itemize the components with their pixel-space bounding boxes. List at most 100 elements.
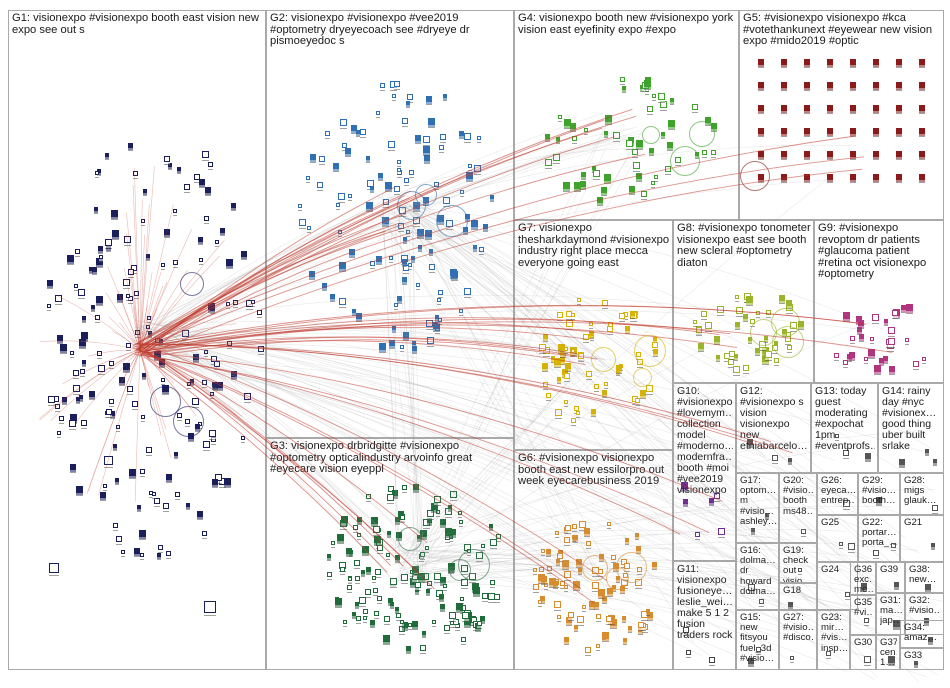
graph-node xyxy=(331,540,336,548)
group-box-g34: G34: amaz… xyxy=(900,620,944,648)
graph-node xyxy=(219,227,225,236)
graph-node xyxy=(444,527,452,538)
edge xyxy=(393,219,934,493)
graph-node xyxy=(116,424,121,432)
graph-node xyxy=(575,411,580,419)
graph-node xyxy=(199,258,204,266)
edge xyxy=(404,210,588,368)
edge xyxy=(413,569,928,625)
graph-node xyxy=(81,360,86,368)
graph-node xyxy=(379,342,387,353)
graph-node xyxy=(473,244,478,252)
graph-node xyxy=(850,105,856,114)
edge xyxy=(396,554,842,594)
edge xyxy=(392,430,923,549)
edge xyxy=(413,529,847,578)
graph-node xyxy=(47,280,54,290)
edge xyxy=(402,552,906,662)
edge xyxy=(393,206,425,552)
edge xyxy=(409,229,841,557)
edge xyxy=(376,229,866,658)
graph-node xyxy=(482,224,488,233)
graph-node xyxy=(114,478,119,486)
graph-node xyxy=(197,511,204,521)
graph-node xyxy=(896,174,902,183)
edge xyxy=(427,529,791,550)
graph-node xyxy=(428,249,433,257)
edge xyxy=(384,220,795,541)
graph-node xyxy=(564,372,571,382)
graph-node xyxy=(370,619,376,628)
group-box-g37: G37: cen… 1… xyxy=(876,635,900,670)
edge xyxy=(132,194,386,344)
edge xyxy=(133,294,745,329)
graph-node xyxy=(240,251,247,261)
graph-node xyxy=(573,625,578,633)
edge xyxy=(405,213,593,567)
graph-node xyxy=(653,175,658,183)
edge-highlight xyxy=(134,167,141,351)
graph-node xyxy=(557,114,562,122)
group-box-g9: G9: #visionexpo revoptom dr patients #gl… xyxy=(814,220,944,383)
graph-node xyxy=(125,294,130,302)
graph-node xyxy=(109,360,115,369)
graph-node xyxy=(891,309,898,319)
graph-node xyxy=(933,459,938,467)
graph-node xyxy=(456,602,464,613)
edge-highlight xyxy=(145,351,391,566)
graph-node xyxy=(350,124,357,134)
graph-node xyxy=(133,170,139,179)
edge-highlight xyxy=(139,311,206,351)
edge-highlight xyxy=(139,349,172,459)
graph-node xyxy=(563,637,569,646)
graph-node xyxy=(931,543,936,551)
group-box-g24: G24 xyxy=(817,562,858,610)
graph-node xyxy=(758,105,764,114)
graph-node xyxy=(406,94,413,104)
graph-node xyxy=(386,553,391,561)
edge xyxy=(397,150,642,583)
edge xyxy=(149,135,640,327)
graph-node xyxy=(896,82,902,91)
graph-node xyxy=(884,319,889,327)
edge-highlight xyxy=(126,233,141,351)
edge xyxy=(130,329,859,625)
graph-node xyxy=(111,229,119,240)
graph-node xyxy=(379,83,385,92)
edge-highlight xyxy=(132,304,867,348)
graph-node xyxy=(388,255,393,263)
graph-node xyxy=(77,288,85,299)
edge xyxy=(402,371,590,557)
graph-node xyxy=(633,161,641,172)
graph-node xyxy=(790,655,795,663)
edge xyxy=(429,559,844,586)
edge-highlight xyxy=(117,290,141,351)
edge xyxy=(392,558,595,571)
graph-node xyxy=(123,235,131,246)
edge-highlight xyxy=(139,349,238,416)
edge xyxy=(382,227,603,375)
edge xyxy=(429,552,847,608)
graph-node xyxy=(324,130,330,139)
graph-node xyxy=(660,131,665,139)
graph-node xyxy=(571,417,577,426)
graph-node xyxy=(849,335,855,344)
edge xyxy=(154,339,908,617)
graph-node xyxy=(621,86,626,94)
graph-node xyxy=(635,140,643,151)
edge xyxy=(424,541,795,570)
graph-node xyxy=(376,596,382,605)
edge-highlight xyxy=(138,119,605,358)
graph-node xyxy=(639,389,646,399)
graph-node xyxy=(620,77,626,86)
graph-node xyxy=(95,314,101,323)
edge-highlight xyxy=(139,285,164,351)
edge-highlight xyxy=(139,204,150,351)
graph-node xyxy=(571,534,576,542)
graph-node xyxy=(489,538,497,549)
graph-node xyxy=(118,376,125,386)
edge xyxy=(403,564,594,575)
graph-node xyxy=(115,536,122,546)
edge-highlight xyxy=(139,349,150,388)
graph-node xyxy=(603,130,608,138)
